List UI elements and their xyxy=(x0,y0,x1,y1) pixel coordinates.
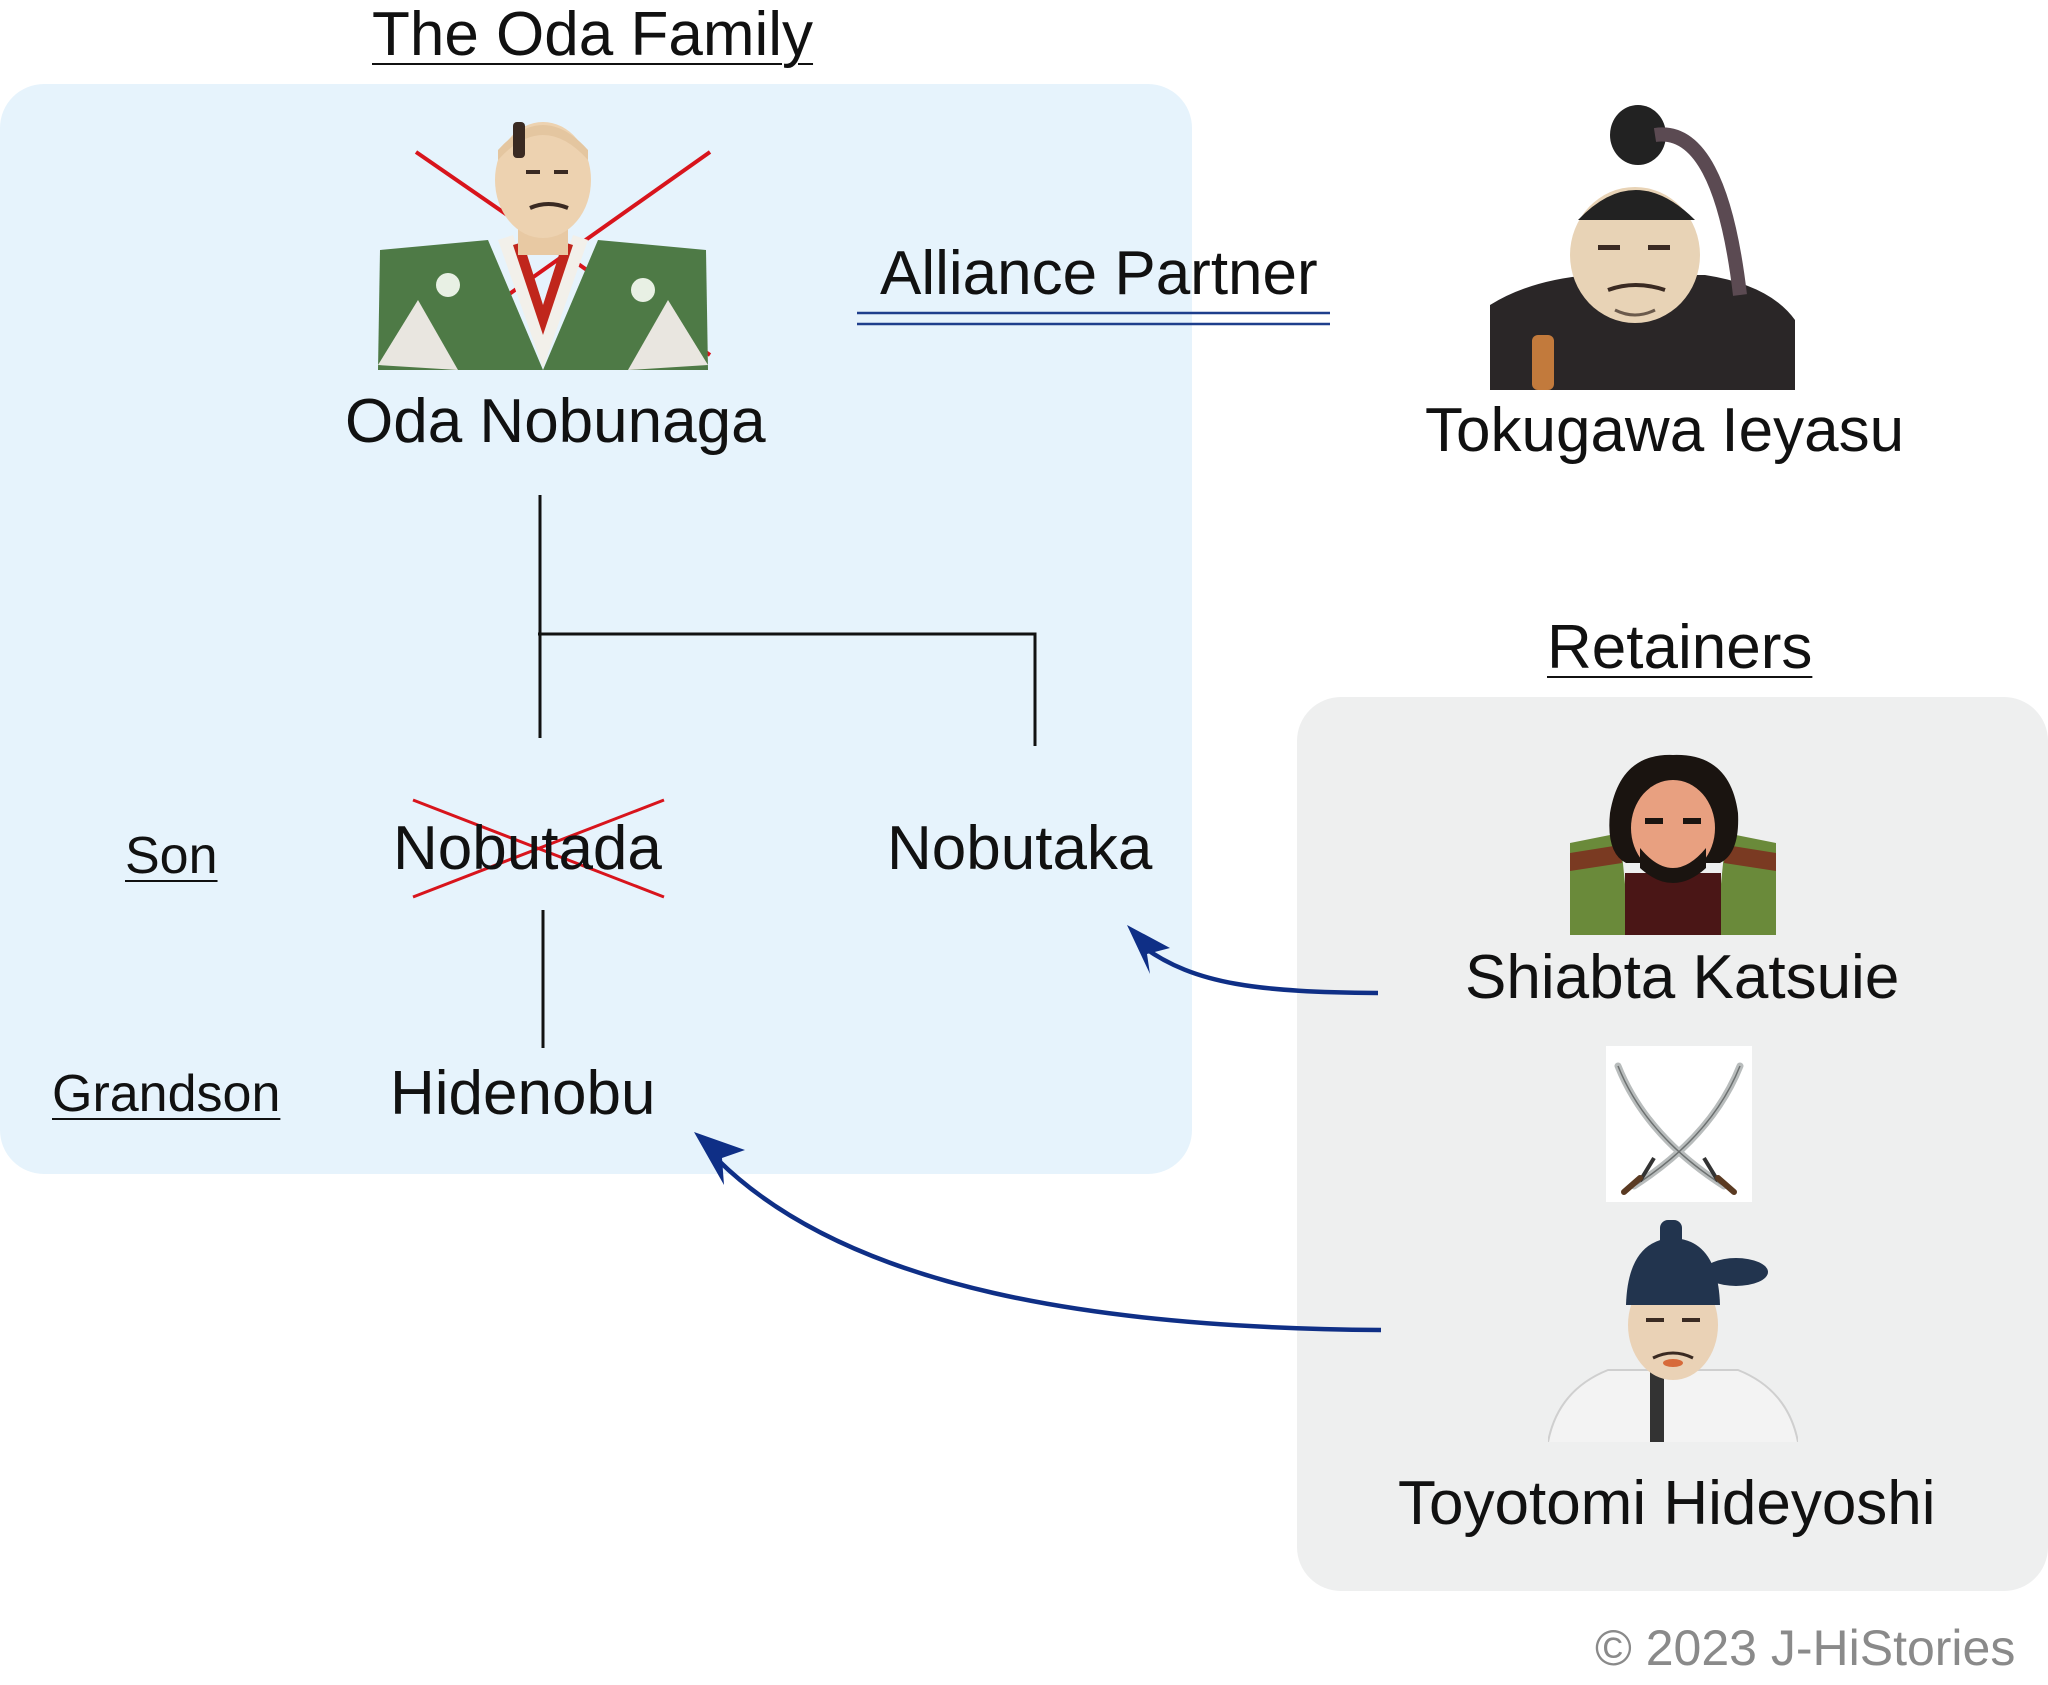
copyright-text: © 2023 J-HiStories xyxy=(1595,1620,2016,1676)
alliance-partner-label: Alliance Partner xyxy=(880,239,1318,308)
toyotomi-hideyoshi-portrait xyxy=(1548,1220,1798,1442)
oda-nobunaga-name: Oda Nobunaga xyxy=(345,387,766,456)
support-arrows xyxy=(716,944,1382,1333)
nobutada-name: Nobutada xyxy=(393,814,662,883)
arrowhead-nobutaka xyxy=(1127,925,1170,974)
arrowheads xyxy=(694,925,1170,1185)
shibata-katsuie-name: Shiabta Katsuie xyxy=(1465,943,1900,1012)
arrowhead-hidenobu xyxy=(694,1132,745,1185)
grandson-label: Grandson xyxy=(52,1065,281,1123)
retainers-heading: Retainers xyxy=(1547,613,1813,682)
son-label: Son xyxy=(125,827,218,885)
nobutada-cross xyxy=(412,798,665,899)
tokugawa-ieyasu-portrait xyxy=(1490,105,1795,390)
shibata-katsuie-portrait xyxy=(1570,754,1776,935)
alliance-line xyxy=(857,311,1330,326)
nobutaka-name: Nobutaka xyxy=(887,814,1153,883)
hidenobu-name: Hidenobu xyxy=(390,1059,656,1128)
oda-nobunaga-portrait xyxy=(378,122,708,370)
crossed-swords-icon xyxy=(1606,1046,1752,1202)
arrow-katsuie-to-nobutaka xyxy=(1140,944,1379,996)
arrow-hideyoshi-to-hidenobu xyxy=(716,1158,1382,1333)
tokugawa-ieyasu-name: Tokugawa Ieyasu xyxy=(1425,396,1905,465)
family-tree-lines xyxy=(538,495,1037,1048)
oda-family-heading: The Oda Family xyxy=(372,0,814,69)
toyotomi-hideyoshi-name: Toyotomi Hideyoshi xyxy=(1398,1469,1936,1538)
